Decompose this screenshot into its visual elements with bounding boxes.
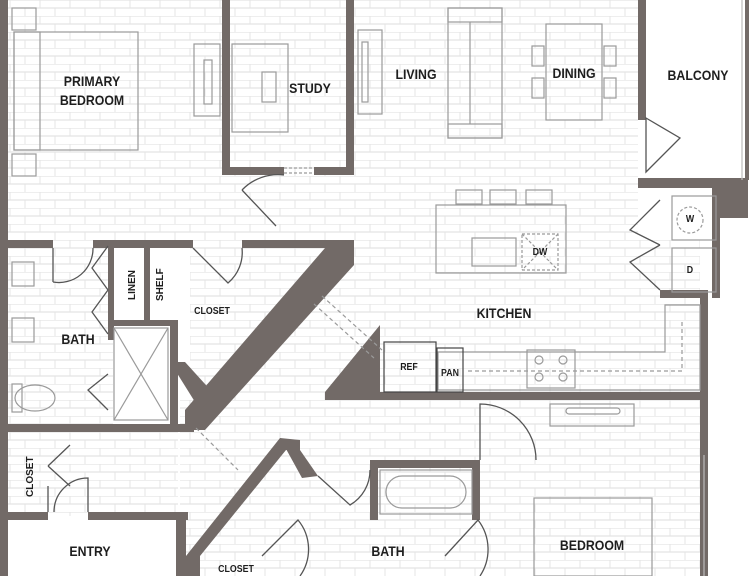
room-label-balcony: BALCONY	[667, 67, 729, 83]
room-label-dining: DINING	[552, 65, 596, 81]
floor-texture	[8, 0, 705, 576]
appliance-label-ref: REF	[400, 362, 418, 373]
room-label-closet-hall: CLOSET	[218, 564, 254, 575]
appliance-label-washer: W	[685, 214, 695, 225]
room-label-closet-entry: CLOSET	[25, 456, 36, 498]
room-label-entry: ENTRY	[69, 543, 111, 559]
storage-label-shelf: SHELF	[155, 268, 166, 302]
appliance-label-dryer: D	[686, 265, 694, 276]
room-label-primary-bedroom-line-1: PRIMARY	[63, 73, 121, 89]
room-label-bath-second: BATH	[371, 543, 405, 559]
appliance-label-pan: PAN	[441, 368, 459, 379]
room-label-bath-primary: BATH	[61, 331, 95, 347]
furniture	[11, 0, 743, 576]
room-label-closet-primary: CLOSET	[194, 306, 230, 317]
door-swings	[47, 116, 682, 576]
storage-label-linen: LINEN	[127, 270, 138, 300]
room-label-kitchen: KITCHEN	[476, 305, 532, 321]
room-label-study: STUDY	[289, 80, 331, 96]
room-label-primary-bedroom-line-2: BEDROOM	[59, 92, 125, 108]
room-label-primary-bedroom: PRIMARY BEDROOM	[57, 72, 127, 110]
room-label-living: LIVING	[395, 66, 437, 82]
room-label-bedroom: BEDROOM	[559, 537, 625, 553]
appliance-label-dw: DW	[532, 247, 548, 258]
